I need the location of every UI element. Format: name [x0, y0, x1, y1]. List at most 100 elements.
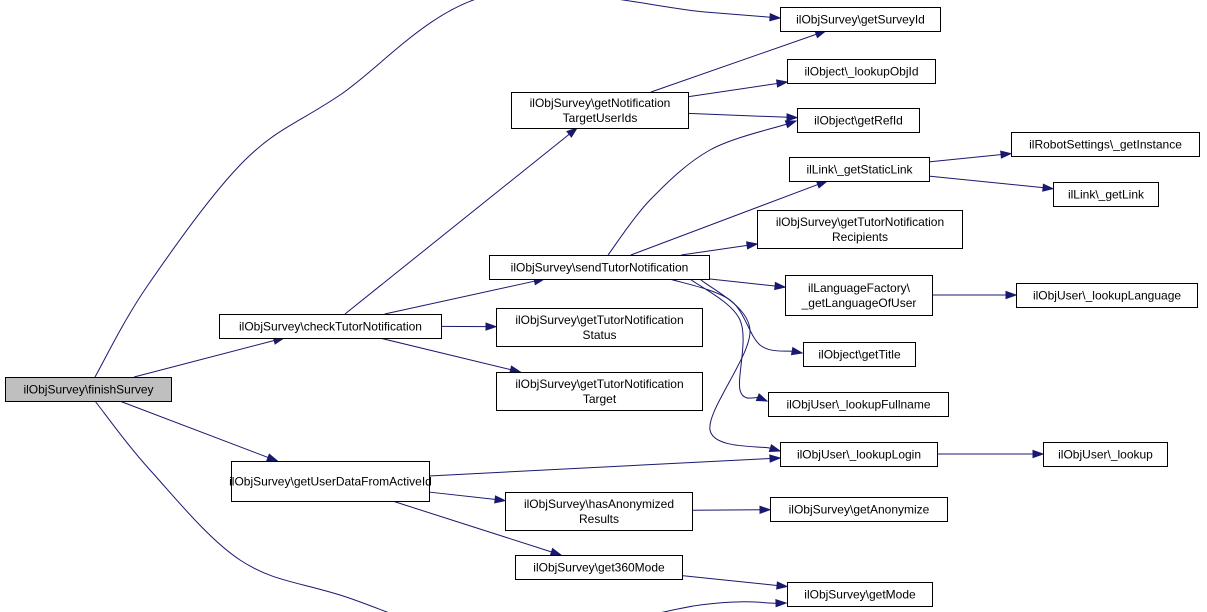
- edge-checkTutorNotification-to-getTutorNotificationStatus: [440, 322, 498, 331]
- arrowhead-icon: [1042, 183, 1055, 192]
- node-lookupObjId[interactable]: ilObject\_lookupObjId: [787, 59, 936, 84]
- node-label: ilObject\getTitle: [818, 348, 901, 362]
- node-label: ilObjSurvey\getTutorNotification: [776, 215, 944, 229]
- edge-line: [669, 278, 794, 352]
- edge-getStaticLink-to-robotGetInstance: [928, 150, 1013, 163]
- node-get360Mode[interactable]: ilObjSurvey\get360Mode: [515, 555, 683, 580]
- edge-getStaticLink-to-getLink: [928, 175, 1055, 192]
- node-box: [219, 314, 442, 339]
- edge-line: [687, 112, 789, 118]
- node-getTutorNotificationRecipients[interactable]: ilObjSurvey\getTutorNotificationRecipien…: [757, 210, 963, 249]
- node-box: [787, 582, 933, 607]
- edge-line: [94, 0, 772, 378]
- arrowhead-icon: [494, 495, 507, 504]
- node-label: ilObject\_lookupObjId: [804, 65, 918, 79]
- node-box: [5, 377, 172, 402]
- node-box: [496, 308, 703, 347]
- node-lookupLanguage[interactable]: ilObjUser\_lookupLanguage: [1016, 283, 1198, 308]
- node-label: Results: [579, 512, 619, 526]
- edge-line: [384, 280, 536, 315]
- node-label: Recipients: [832, 230, 888, 244]
- node-label: ilObjSurvey\checkTutorNotification: [239, 320, 422, 334]
- edge-line: [119, 400, 270, 459]
- node-box: [768, 392, 949, 417]
- node-box: [1043, 442, 1168, 467]
- edge-sendTutorNotification-to-lookupLogin: [699, 278, 782, 453]
- edge-line: [681, 575, 779, 587]
- node-box: [515, 555, 683, 580]
- edge-lookupLogin-to-lookup: [937, 449, 1045, 459]
- edge-line: [689, 278, 759, 399]
- edge-sendTutorNotification-to-getTutorNotificationRecipients: [681, 241, 759, 256]
- node-label: Target: [583, 392, 617, 406]
- node-checkTutorNotification[interactable]: ilObjSurvey\checkTutorNotification: [219, 314, 442, 339]
- edge-finishSurvey-to-getMode: [94, 400, 788, 612]
- node-box: [489, 255, 710, 280]
- edge-line: [928, 153, 1003, 163]
- node-getStaticLink[interactable]: ilLink\_getStaticLink: [789, 157, 930, 182]
- node-getLanguageOfUser[interactable]: ilLanguageFactory\_getLanguageOfUser: [785, 275, 933, 316]
- node-label: ilObject\getRefId: [814, 114, 903, 128]
- edge-sendTutorNotification-to-lookupFullname: [689, 278, 769, 402]
- node-getLink[interactable]: ilLink\_getLink: [1053, 182, 1159, 207]
- node-sendTutorNotification[interactable]: ilObjSurvey\sendTutorNotification: [489, 255, 710, 280]
- node-label: ilLanguageFactory\: [808, 281, 911, 295]
- node-label: ilObjUser\_lookupLogin: [797, 448, 921, 462]
- node-robotGetInstance[interactable]: ilRobotSettings\_getInstance: [1011, 132, 1200, 157]
- node-box: [505, 492, 693, 531]
- node-finishSurvey[interactable]: ilObjSurvey\finishSurvey: [5, 377, 172, 402]
- arrowhead-icon: [776, 79, 789, 88]
- arrowhead-icon: [759, 505, 772, 515]
- node-box: [231, 461, 430, 502]
- node-getSurveyId[interactable]: ilObjSurvey\getSurveyId: [780, 7, 941, 32]
- node-lookup[interactable]: ilObjUser\_lookup: [1043, 442, 1168, 467]
- node-getRefId[interactable]: ilObject\getRefId: [797, 108, 920, 133]
- edges-layer: [94, 0, 1055, 612]
- node-lookupFullname[interactable]: ilObjUser\_lookupFullname: [768, 392, 949, 417]
- edge-line: [699, 278, 772, 449]
- edge-line: [687, 82, 779, 98]
- edge-line: [133, 339, 276, 378]
- edge-get360Mode-to-getMode: [681, 575, 789, 590]
- arrowhead-icon: [549, 547, 563, 556]
- edge-finishSurvey-to-getUserDataFromActiveId: [119, 400, 279, 462]
- node-lookupLogin[interactable]: ilObjUser\_lookupLogin: [780, 442, 938, 467]
- arrowhead-icon: [815, 180, 829, 189]
- edge-getNotificationTargetUserIds-to-getRefId: [687, 112, 799, 122]
- arrowhead-icon: [1032, 449, 1045, 459]
- node-label: ilObjSurvey\finishSurvey: [23, 383, 153, 397]
- arrowhead-icon: [266, 453, 279, 462]
- edge-getLanguageOfUser-to-lookupLanguage: [932, 290, 1018, 300]
- edge-checkTutorNotification-to-getNotificationTargetUserIds: [344, 127, 579, 315]
- node-getAnonymize[interactable]: ilObjSurvey\getAnonymize: [770, 497, 948, 522]
- node-label: ilObjSurvey\get360Mode: [533, 561, 665, 575]
- arrowhead-icon: [790, 346, 804, 356]
- edge-getNotificationTargetUserIds-to-lookupObjId: [687, 79, 789, 98]
- node-getMode[interactable]: ilObjSurvey\getMode: [787, 582, 933, 607]
- node-box: [1011, 132, 1200, 157]
- edge-sendTutorNotification-to-getRefId: [607, 120, 798, 256]
- node-label: ilObjUser\_lookupLanguage: [1033, 289, 1181, 303]
- node-box: [803, 342, 916, 367]
- node-label: ilObjSurvey\getMode: [804, 588, 916, 602]
- node-label: ilObjSurvey\getNotification: [530, 96, 671, 110]
- edge-finishSurvey-to-checkTutorNotification: [133, 336, 286, 378]
- edge-line: [630, 183, 819, 256]
- edge-line: [681, 244, 749, 256]
- node-getUserDataFromActiveId[interactable]: ilObjSurvey\getUserDataFromActiveId: [229, 461, 432, 502]
- node-box: [757, 210, 963, 249]
- node-box: [770, 497, 948, 522]
- edge-line: [344, 133, 571, 315]
- arrowhead-icon: [769, 454, 782, 463]
- node-label: TargetUserIds: [563, 111, 638, 125]
- node-getTitle[interactable]: ilObject\getTitle: [803, 342, 916, 367]
- arrowhead-icon: [786, 113, 799, 122]
- node-label: _getLanguageOfUser: [801, 296, 917, 310]
- arrowhead-icon: [485, 322, 498, 331]
- node-box: [780, 442, 938, 467]
